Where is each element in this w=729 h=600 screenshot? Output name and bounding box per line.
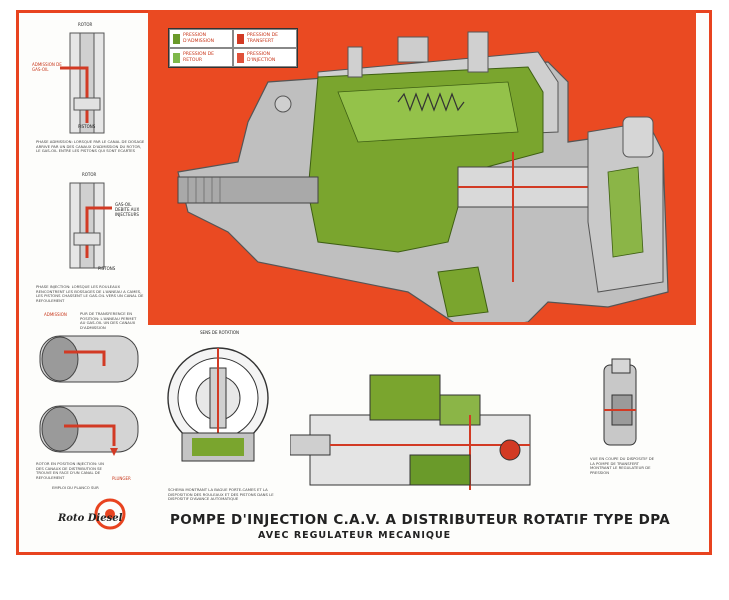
label-gas-oil-debite: GAS-OIL DEBITE AUX INJECTEURS [115,202,140,217]
legend-swatch [237,53,244,63]
legend-label: PRESSION D'ADMISSION [183,33,215,44]
brand-small-caption: EMPLOI DU PLANCO SUR [52,485,99,490]
caption-transfer-pump: VUE EN COUPE DU DISPOSITIF DE LA POMPE D… [590,456,655,475]
legend-swatch [237,34,244,44]
label-admission: ADMISSION DE GAS-OIL [32,62,62,72]
caption-injection-phase: PHASE INJECTION: LORSQUE LES ROULEAUX RE… [36,284,144,303]
legend-item: PRESSION DE RETOUR [169,48,233,67]
caption-cam-ring: SCHEMA MONTRANT LA BAGUE PORTE-CAMES ET … [168,487,274,502]
legend-item: PRESSION D'INJECTION [233,48,297,67]
label-rotor: ROTOR [78,22,93,27]
label-sens-rotation: SENS DE ROTATION [200,330,239,335]
document-subtitle: AVEC REGULATEUR MECANIQUE [258,530,452,541]
rotor-admission-diagram [60,32,105,134]
legend-item: PRESSION D'ADMISSION [169,29,233,48]
legend-label: PRESSION D'INJECTION [247,52,276,63]
legend-swatch [173,53,180,63]
legend-swatch [173,34,180,44]
cam-ring-diagram [167,347,269,462]
label-rotor-mid: ROTOR [82,172,97,177]
rotor-injection-diagram [69,182,112,269]
label-plunger: PLUNGER [112,476,131,481]
transfer-pump-view [603,358,637,446]
pump-cutaway-illustration [177,31,669,322]
legend-label: PRESSION DE RETOUR [183,52,215,63]
pressure-legend: PRESSION D'ADMISSION PRESSION DE TRANSFE… [168,28,298,68]
label-pistons: PISTONS [78,124,96,129]
caption-rotor-injection: ROTOR EN POSITION INJECTION: UN DES CANA… [36,461,105,480]
brand-logo-text: Roto Diesel [58,513,123,524]
legend-label: PRESSION DE TRANSFERT [247,33,279,44]
caption-admission-phase: PHASE ADMISSION: LORSQUE PAR LE CANAL DE… [36,139,145,154]
cylinder-diagram-bottom [39,405,139,456]
section-diagram [290,374,531,490]
cylinder-diagram-top [39,335,139,383]
document-title: POMPE D'INJECTION C.A.V. A DISTRIBUTEUR … [170,512,671,528]
roto-diesel-logo-icon [94,498,126,530]
label-pistons-mid: PISTONS [98,266,116,271]
caption-transfer-position: PUR DE TRANSFERENCE EN POSITION: L'ANNEA… [80,311,137,330]
legend-item: PRESSION DE TRANSFERT [233,29,297,48]
label-admission-lower: ADMISSION [44,312,67,317]
